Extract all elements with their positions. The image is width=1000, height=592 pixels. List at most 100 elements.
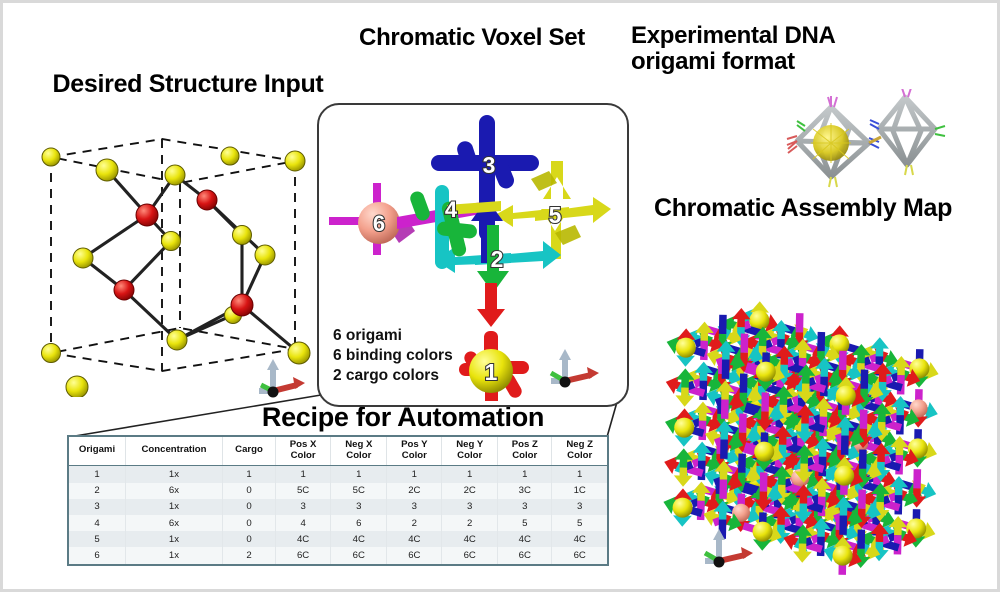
lattice-bond-arrow [811, 517, 831, 537]
voxel-2: 2 [435, 199, 561, 293]
lattice-bond-arrow [713, 333, 732, 354]
lattice-bond-arrow [873, 362, 893, 383]
voxel-1: 1 [459, 349, 529, 401]
lattice-bond-arrow [871, 461, 891, 482]
table-cell: 2C [441, 482, 499, 499]
lattice-bond-arrow [872, 421, 892, 442]
lattice-bond-arrow [873, 381, 892, 402]
lattice-bond-arrow [829, 529, 849, 550]
svg-text:4: 4 [445, 197, 458, 222]
lattice-bond-arrow [909, 408, 928, 428]
lattice-bond-arrow [772, 484, 792, 504]
lattice-bond-arrow [835, 416, 855, 436]
lattice-bond-arrow [870, 501, 890, 522]
table-cell: 2 [68, 482, 126, 499]
lattice-bond-arrow [793, 524, 813, 544]
lattice-bond-arrow [738, 413, 747, 433]
lattice-bond-arrow [858, 449, 867, 469]
lattice-bond-arrow [890, 436, 909, 456]
table-cell: 1 [497, 465, 553, 483]
lattice-bond-arrow [709, 493, 729, 514]
table-cell: 1C [573, 485, 586, 497]
lattice-bond-arrow [809, 471, 828, 491]
desired-structure-diagram [41, 138, 311, 397]
lattice-bond-arrow [795, 313, 804, 333]
title-desired-structure: Desired Structure Input [52, 70, 324, 98]
lattice-bond-arrow [771, 505, 791, 525]
lattice-bond-arrow [888, 516, 908, 536]
table-cell: 1 [275, 465, 332, 483]
lattice-bond-arrow [692, 441, 712, 461]
origami-cage-right [876, 94, 938, 168]
lattice-bond-arrow [853, 468, 872, 488]
lattice-bond-arrow [796, 383, 816, 403]
lattice-bond-arrow [838, 350, 847, 371]
table-header-cell: Cargo [222, 436, 276, 467]
table-cell: 1x [125, 465, 223, 483]
table-cell: 6C [275, 547, 332, 565]
lattice-bond-arrow [860, 369, 869, 389]
axis-gizmo-assembly-map [703, 529, 753, 568]
lattice-bond-arrow [889, 476, 909, 496]
lattice-bond-arrow [830, 489, 850, 510]
title-voxel-set: Chromatic Voxel Set [359, 24, 585, 51]
table-cell: 3 [577, 501, 583, 513]
lattice-bond-arrow [793, 503, 813, 523]
lattice-bond-arrow [693, 401, 713, 421]
table-cell: 1 [330, 465, 388, 483]
voxel-3: 3 [431, 115, 539, 241]
lattice-bond-arrow [795, 423, 815, 443]
table-cell: 2 [222, 547, 276, 565]
lattice-bond-arrow [834, 496, 853, 516]
lattice-bond-arrow [870, 337, 889, 357]
lattice-bond-arrow [732, 472, 752, 492]
lattice-bond-arrow [733, 432, 752, 452]
dna-origami-diagram [786, 89, 946, 188]
svg-text:2: 2 [491, 246, 504, 272]
table-cell: 6C [573, 550, 586, 561]
axis-gizmo-voxel-panel [549, 349, 599, 388]
lattice-bond-arrow [858, 489, 866, 509]
table-cell: 1x [125, 547, 223, 565]
lattice-bond-arrow [675, 368, 695, 388]
lattice-bond-arrow [740, 333, 749, 353]
title-assembly-map: Chromatic Assembly Map [653, 194, 953, 222]
lattice-bond-arrow [753, 491, 773, 511]
table-header-cell: Origami [68, 436, 126, 467]
lattice-bond-arrow [753, 326, 773, 347]
table-cell: 0 [222, 498, 276, 516]
table-cell: 4C [330, 531, 388, 548]
cargo-sphere-pink [909, 399, 928, 418]
lattice-bond-arrow [851, 548, 871, 568]
lattice-bond-arrow [674, 448, 693, 468]
lattice-bond-arrow [772, 465, 792, 485]
lattice-bond-arrow [691, 481, 711, 501]
svg-text:3: 3 [483, 152, 496, 178]
lattice-bond-arrow [891, 356, 911, 376]
table-cell: 2 [441, 515, 499, 532]
table-cell: 6C [330, 547, 388, 565]
lattice-bond-arrow [694, 361, 713, 381]
lattice-bond-arrow [814, 357, 834, 377]
lattice-bond-arrow [859, 409, 868, 429]
table-cell: 0 [222, 515, 276, 532]
lattice-bond-arrow [870, 522, 889, 543]
lattice-bond-arrow [721, 359, 730, 379]
lattice-bond-arrow [813, 437, 833, 457]
lattice-bond-arrow [913, 469, 922, 489]
lattice-bond-arrow [854, 388, 874, 408]
table-cell: 6x [125, 482, 223, 499]
lattice-bond-arrow [731, 308, 751, 328]
lattice-bond-arrow [711, 413, 731, 434]
lattice-bond-arrow [774, 385, 793, 405]
lattice-bond-arrow [833, 369, 852, 390]
lattice-bond-arrow [774, 345, 794, 365]
